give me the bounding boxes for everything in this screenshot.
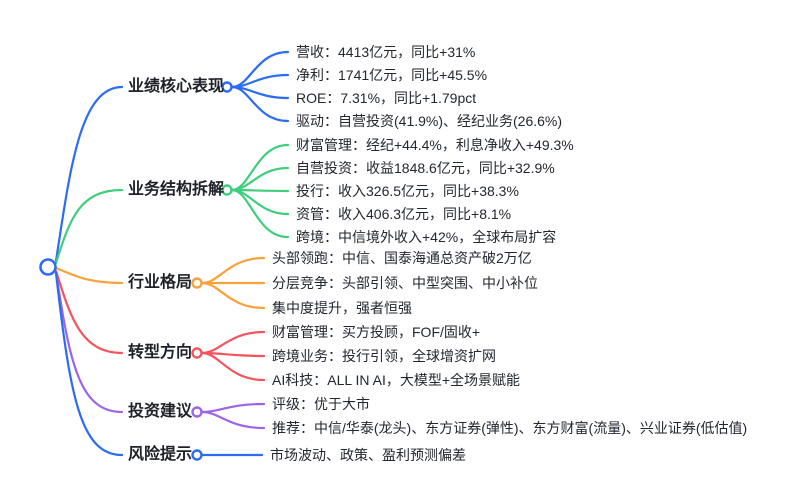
branch-node-toggle-0[interactable] <box>221 81 233 93</box>
edge-root-branch-4 <box>54 270 124 414</box>
branch-label-performance[interactable]: 业绩核心表现 <box>128 78 225 95</box>
leaf-roe[interactable]: ROE：7.31%，同比+1.79pct <box>296 90 477 106</box>
leaf-risk-items[interactable]: 市场波动、政策、盈利预测偏差 <box>270 447 466 463</box>
edge-root-branch-1 <box>54 188 124 265</box>
branch-label-risk[interactable]: 风险提示 <box>128 446 193 463</box>
leaf-concentration[interactable]: 集中度提升，强者恒强 <box>272 300 412 316</box>
leaf-global-expand[interactable]: 跨境业务：投行引领，全球增资扩网 <box>272 348 496 364</box>
leaf-rating[interactable]: 评级：优于大市 <box>272 396 370 412</box>
edge-branch4-leaf-0 <box>200 402 266 414</box>
edge-root-branch-0 <box>54 85 124 263</box>
leaf-net-profit[interactable]: 净利：1741亿元，同比+45.5% <box>296 67 488 83</box>
leaf-cross-border[interactable]: 跨境：中信境外收入+42%，全球布局扩容 <box>296 229 557 245</box>
branch-node-toggle-5[interactable] <box>191 449 203 461</box>
leaf-asset-mgmt[interactable]: 资管：收入406.3亿元，同比+8.1% <box>296 206 512 222</box>
edge-branch2-leaf-2 <box>200 281 266 310</box>
branch-node-toggle-4[interactable] <box>191 406 203 418</box>
branch-node-toggle-3[interactable] <box>191 347 203 359</box>
leaf-leaders[interactable]: 头部领跑：中信、国泰海通总资产破2万亿 <box>272 250 532 266</box>
edge-branch4-leaf-1 <box>200 410 266 430</box>
edge-root-branch-3 <box>54 269 124 355</box>
edge-branch3-leaf-0 <box>200 330 266 355</box>
leaf-invest-banking[interactable]: 投行：收入326.5亿元，同比+38.3% <box>296 183 519 199</box>
leaf-revenue[interactable]: 营收：4413亿元，同比+31% <box>296 44 476 60</box>
branch-node-toggle-1[interactable] <box>221 184 233 196</box>
branch-label-investment[interactable]: 投资建议 <box>128 403 193 420</box>
leaf-recommend[interactable]: 推荐：中信/华泰(龙头)、东方证券(弹性)、东方财富(流量)、兴业证券(低估值) <box>272 420 748 436</box>
edge-root-branch-2 <box>54 266 124 285</box>
root-node[interactable] <box>39 258 57 276</box>
branch-node-toggle-2[interactable] <box>191 277 203 289</box>
edge-branch0-leaf-0 <box>230 50 290 89</box>
leaf-wealth-shift[interactable]: 财富管理：买方投顾，FOF/固收+ <box>272 324 481 340</box>
leaf-drivers[interactable]: 驱动：自营投资(41.9%)、经纪业务(26.6%) <box>296 113 563 129</box>
edge-root-branch-5 <box>54 271 124 457</box>
edge-branch1-leaf-0 <box>230 143 290 192</box>
branch-label-structure[interactable]: 业务结构拆解 <box>128 181 225 198</box>
branch-label-industry[interactable]: 行业格局 <box>128 274 193 291</box>
leaf-prop-invest[interactable]: 自营投资：收益1848.6亿元，同比+32.9% <box>296 160 555 176</box>
leaf-tiered-comp[interactable]: 分层竞争：头部引领、中型突围、中小补位 <box>272 275 538 291</box>
edge-branch0-leaf-1 <box>230 73 290 89</box>
leaf-ai-tech[interactable]: AI科技：ALL IN AI，大模型+全场景赋能 <box>272 372 521 388</box>
branch-label-transformation[interactable]: 转型方向 <box>128 344 193 361</box>
edge-branch2-leaf-0 <box>200 256 266 285</box>
edge-branch1-leaf-4 <box>230 188 290 239</box>
edge-branch0-leaf-3 <box>230 85 290 123</box>
edge-branch3-leaf-2 <box>200 351 266 382</box>
leaf-wealth-mgmt[interactable]: 财富管理：经纪+44.4%，利息净收入+49.3% <box>296 137 574 153</box>
